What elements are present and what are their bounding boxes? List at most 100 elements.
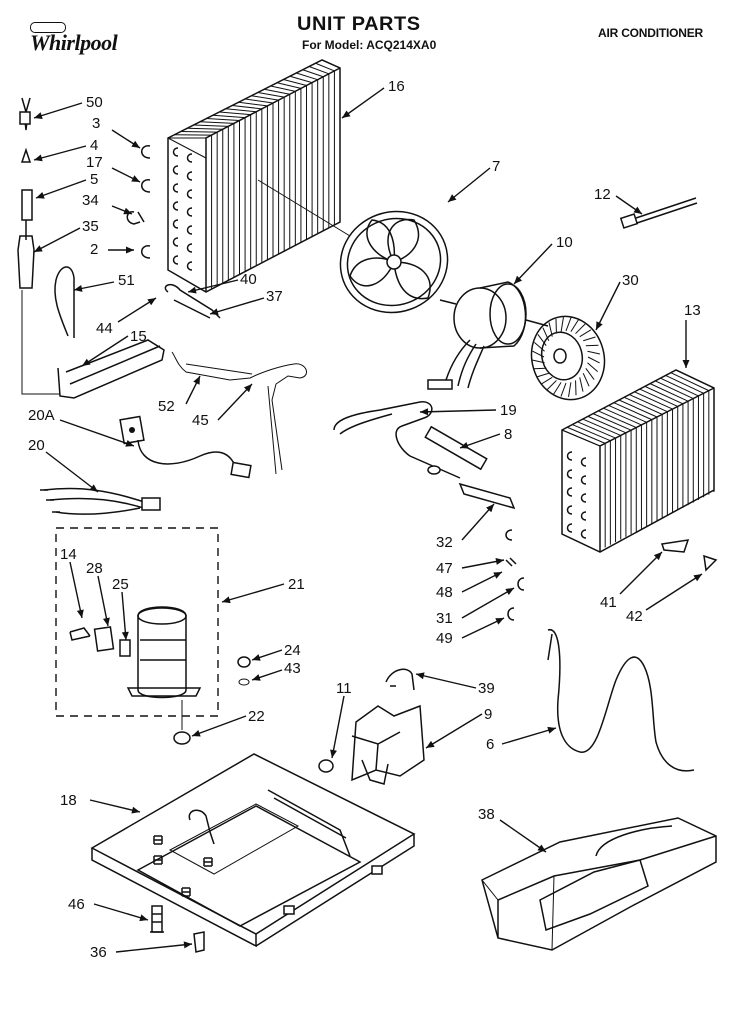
leader-line <box>69 561 83 619</box>
leader-line <box>331 695 345 759</box>
evaporator-fin <box>566 426 606 444</box>
condenser-fin <box>321 59 341 69</box>
leader-line <box>645 573 703 611</box>
drain-fitting-and-clip <box>150 905 205 953</box>
brand-logo: Whirlpool <box>30 30 118 55</box>
evaporator-fin <box>561 429 601 447</box>
fan-motor <box>427 281 549 390</box>
leader-line <box>619 551 663 595</box>
evaporator-fin <box>613 402 653 421</box>
condenser-tube-bend <box>172 219 193 235</box>
blower-blade <box>560 382 567 397</box>
callout-34: 34 <box>82 192 99 209</box>
callout-30: 30 <box>622 272 639 289</box>
leader-arrowhead <box>537 844 546 852</box>
condenser-fin <box>283 79 307 86</box>
leader-arrowhead <box>505 588 514 596</box>
blower-blade <box>575 323 586 334</box>
isolator-spring <box>153 855 163 865</box>
leader-arrowhead <box>125 440 134 447</box>
callout-32: 32 <box>436 534 453 551</box>
condenser-fin <box>212 114 246 119</box>
leader-arrowhead <box>596 321 603 330</box>
leader-line <box>513 243 553 285</box>
leader-line <box>461 587 515 619</box>
condenser-tube-bend <box>172 255 193 271</box>
callout-50: 50 <box>86 94 103 111</box>
leader-arrowhead <box>653 552 662 561</box>
callout-16: 16 <box>388 78 405 95</box>
leader-line <box>461 503 495 541</box>
blower-blade <box>542 327 550 341</box>
evaporator-tube-bend <box>566 487 587 503</box>
leader-arrowhead <box>193 376 200 385</box>
leader-line <box>501 727 557 745</box>
blower-blade <box>546 380 557 391</box>
leader-line <box>89 799 141 813</box>
leader-line <box>415 673 477 689</box>
isolator-spring <box>203 857 213 867</box>
leader-arrowhead <box>34 154 43 162</box>
blower-blade <box>583 336 596 342</box>
leader-line <box>595 281 621 331</box>
evaporator-fin <box>629 394 668 413</box>
evaporator-fin <box>608 404 647 423</box>
leader-line <box>33 102 83 119</box>
callout-20: 20 <box>28 437 45 454</box>
leader-line <box>115 943 193 953</box>
condenser-fin <box>315 62 335 72</box>
fan-blade <box>257 179 449 314</box>
compressor-assembly <box>55 527 251 745</box>
evaporator-tube-bend <box>566 523 587 539</box>
blower-blade <box>534 341 545 352</box>
evaporator-fin <box>587 415 627 434</box>
blower-blade <box>540 376 553 385</box>
blower-blade <box>560 317 564 332</box>
leader-arrowhead <box>426 740 435 748</box>
condenser-fin <box>257 92 285 98</box>
blower-blade <box>537 334 547 347</box>
condenser-fin <box>193 124 229 127</box>
leader-line <box>59 419 135 447</box>
callout-13: 13 <box>684 302 701 319</box>
blower-blade <box>585 367 595 380</box>
leader-arrowhead <box>252 654 261 661</box>
callout-38: 38 <box>478 806 495 823</box>
callout-4: 4 <box>90 137 98 154</box>
callout-11: 11 <box>336 680 352 697</box>
leader-arrowhead <box>131 806 140 814</box>
isolator-spring <box>181 887 191 897</box>
evaporator-fin <box>598 410 637 429</box>
leader-arrowhead <box>76 609 84 618</box>
leader-arrowhead <box>74 284 83 292</box>
callout-21: 21 <box>288 576 305 593</box>
callout-49: 49 <box>436 630 453 647</box>
leader-arrowhead <box>131 140 140 148</box>
callout-20A: 20A <box>28 407 55 424</box>
leader-arrowhead <box>633 206 642 214</box>
callout-31: 31 <box>436 610 453 627</box>
leader-arrowhead <box>192 729 201 737</box>
leader-arrowhead <box>330 749 337 758</box>
callout-labels: 50 3 4 17 5 34 35 2 51 16 7 12 10 30 13 … <box>28 78 701 961</box>
diagram-title: UNIT PARTS <box>297 14 421 35</box>
evaporator-fin <box>655 380 694 399</box>
control-bracket <box>318 668 425 785</box>
condenser-tube-bend <box>172 165 193 181</box>
condenser-tube-bend <box>172 237 193 253</box>
leader-arrowhead <box>123 207 132 215</box>
callout-8: 8 <box>504 426 512 443</box>
condenser-fin <box>244 98 274 104</box>
leader-line <box>81 335 129 367</box>
evaporator-fin <box>675 369 715 389</box>
callout-24: 24 <box>284 642 301 659</box>
blower-blade <box>565 317 572 332</box>
leader-arrowhead <box>416 672 425 680</box>
leader-line <box>341 87 385 119</box>
callout-18: 18 <box>60 792 77 809</box>
callout-5: 5 <box>90 171 98 188</box>
callout-46: 46 <box>68 896 85 913</box>
leader-arrowhead <box>495 618 504 625</box>
leader-line <box>217 383 253 421</box>
callout-3: 3 <box>92 115 100 132</box>
